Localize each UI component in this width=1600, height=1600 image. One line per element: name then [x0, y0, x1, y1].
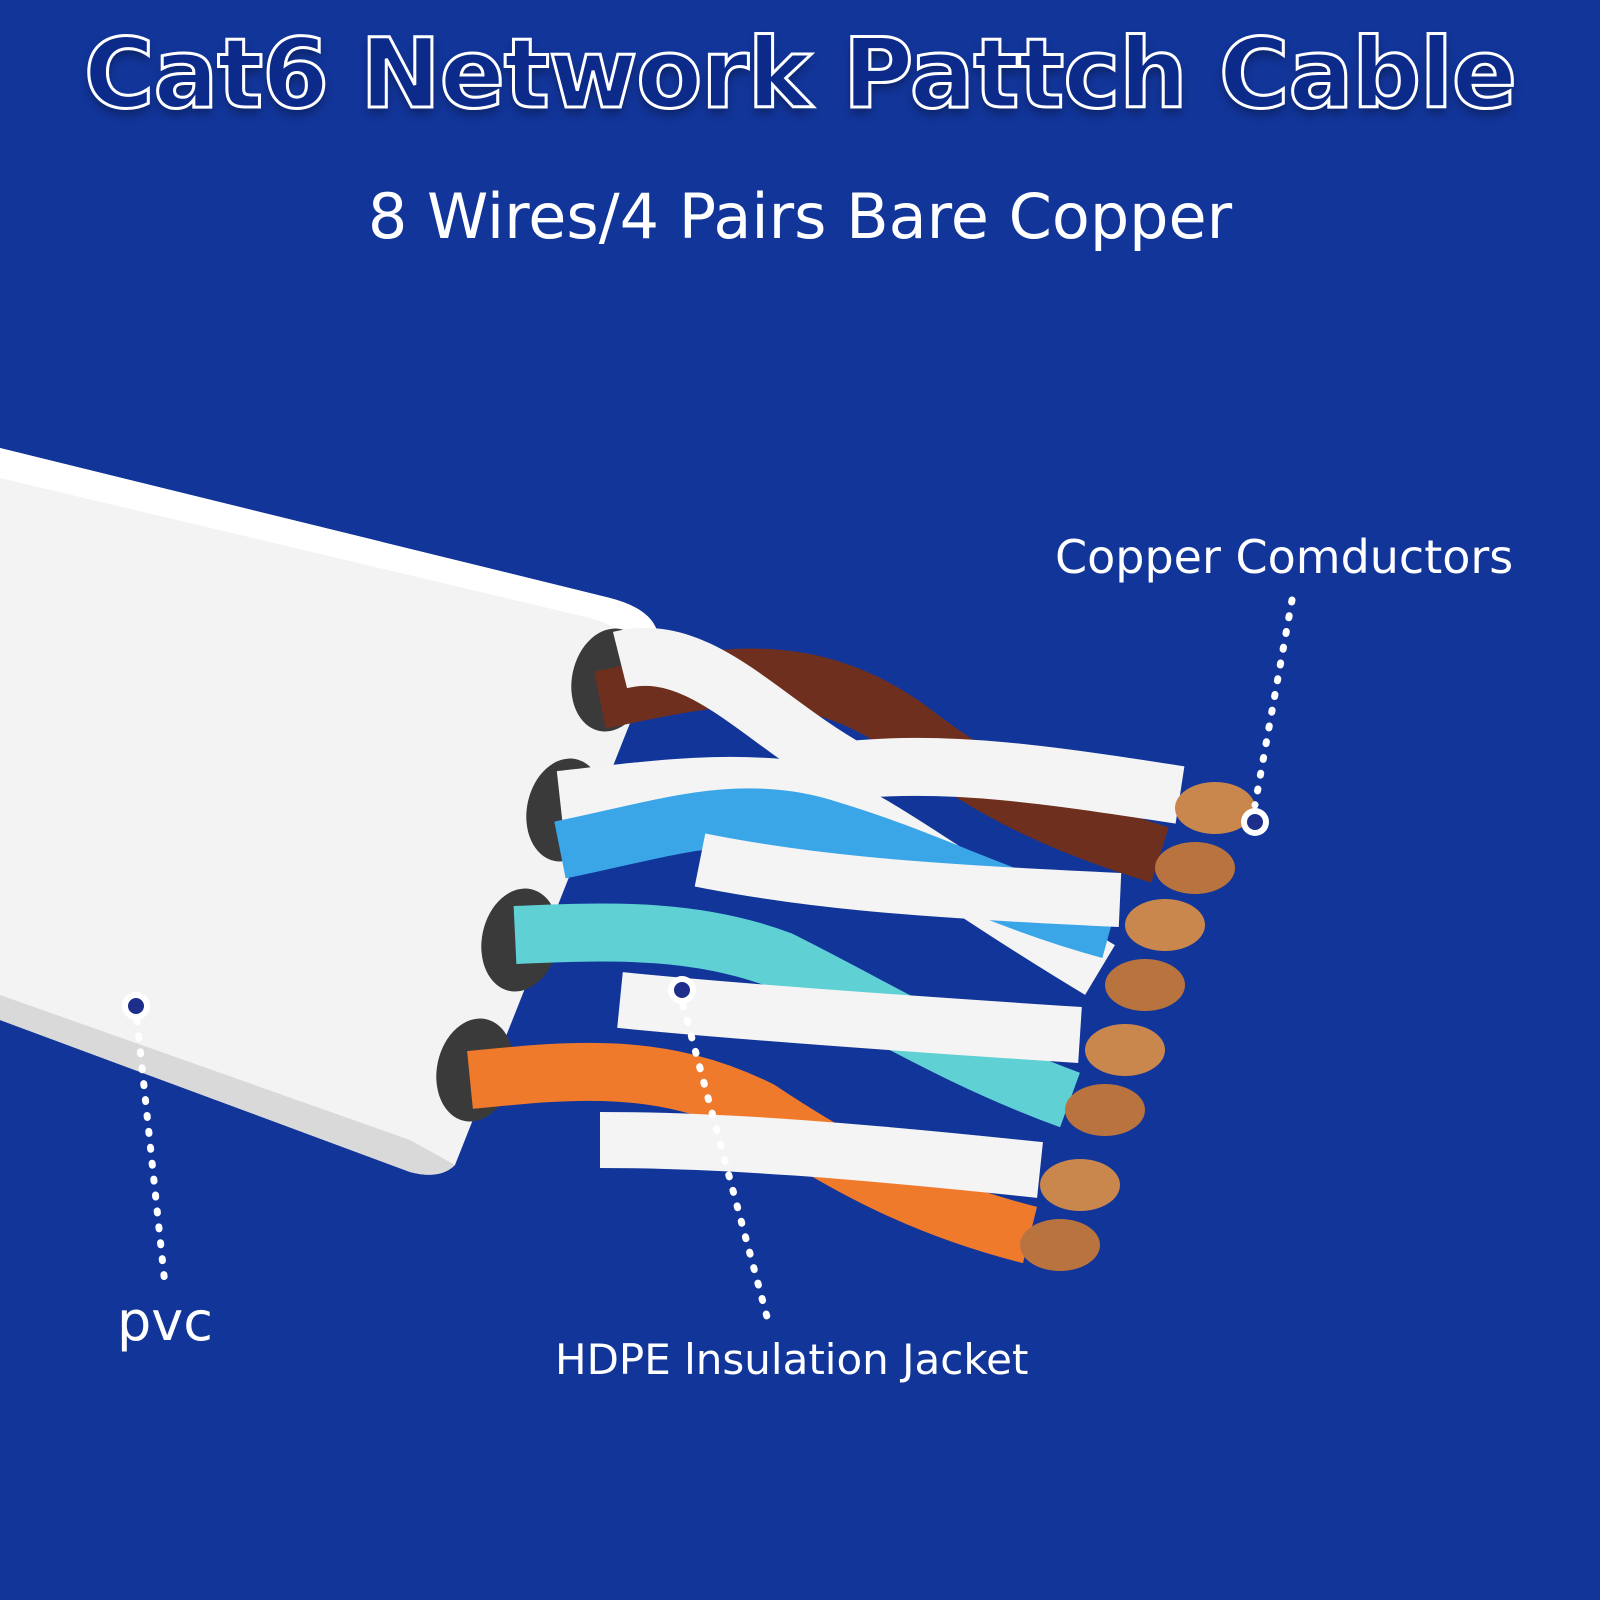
copper-strands [1175, 782, 1255, 834]
pvc-label: pvc [117, 1290, 213, 1353]
wire-pair-green [513, 903, 1165, 1136]
wire-pair-orange [467, 1042, 1120, 1271]
callout-copper [1241, 596, 1296, 836]
page-title: Cat6 Network Pattch Cable [83, 17, 1519, 132]
page-subtitle: 8 Wires/4 Pairs Bare Copper [367, 180, 1233, 253]
wire-pair-blue [554, 756, 1205, 1011]
copper-conductors-label: Copper Comductors [1055, 530, 1514, 584]
wire-pair-brown [594, 627, 1255, 894]
hdpe-jacket-label: HDPE lnsulation Jacket [555, 1335, 1029, 1384]
callout-pvc [122, 992, 169, 1289]
callout-hdpe [668, 976, 774, 1332]
